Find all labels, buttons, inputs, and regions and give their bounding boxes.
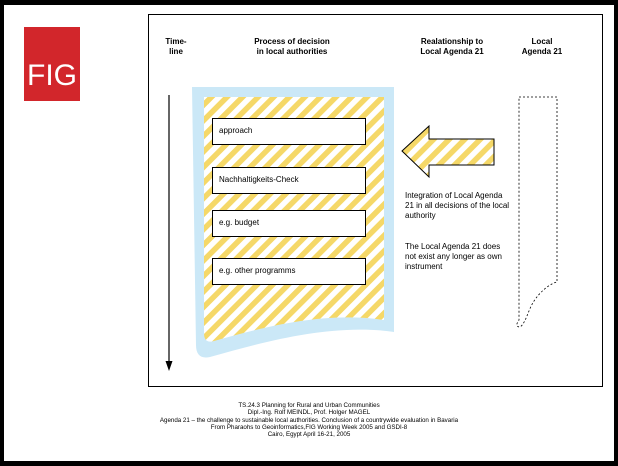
step-approach: approach bbox=[212, 118, 366, 145]
step-other-programms: e.g. other programms bbox=[212, 258, 366, 285]
footer-line: From Pharaohs to Geoinformatics,FIG Work… bbox=[210, 423, 408, 431]
step-nachhaltigkeits-check: Nachhaltigkeits-Check bbox=[212, 167, 366, 194]
footer: TS.24.3 Planning for Rural and Urban Com… bbox=[4, 402, 614, 438]
footer-line: Agenda 21 – the challenge to sustainable… bbox=[159, 416, 459, 424]
fig-logo: FIG bbox=[24, 27, 80, 101]
timeline-arrow bbox=[165, 95, 173, 371]
local-agenda-document bbox=[516, 96, 558, 328]
note-integration: Integration of Local Agenda 21 in all de… bbox=[405, 191, 510, 220]
header-timeline: Time- line bbox=[165, 37, 187, 56]
relationship-arrow bbox=[401, 124, 495, 179]
footer-line: TS.24.3 Planning for Rural and Urban Com… bbox=[238, 402, 380, 409]
diagram-frame bbox=[148, 14, 603, 387]
header-local-agenda: Local Agenda 21 bbox=[521, 37, 563, 56]
step-budget: e.g. budget bbox=[212, 210, 366, 237]
note-no-longer: The Local Agenda 21 does not exist any l… bbox=[405, 242, 502, 271]
slide: FIG Time- line Process of decision in lo… bbox=[4, 5, 614, 461]
header-process: Process of decision in local authorities bbox=[254, 37, 330, 56]
footer-line: Dipl.-Ing. Rolf MEINDL, Prof. Holger MAG… bbox=[247, 409, 371, 417]
footer-line: Cairo, Egypt April 16-21, 2005 bbox=[267, 431, 351, 439]
header-relationship: Realationship to Local Agenda 21 bbox=[420, 37, 484, 56]
svg-text:FIG: FIG bbox=[27, 59, 77, 92]
